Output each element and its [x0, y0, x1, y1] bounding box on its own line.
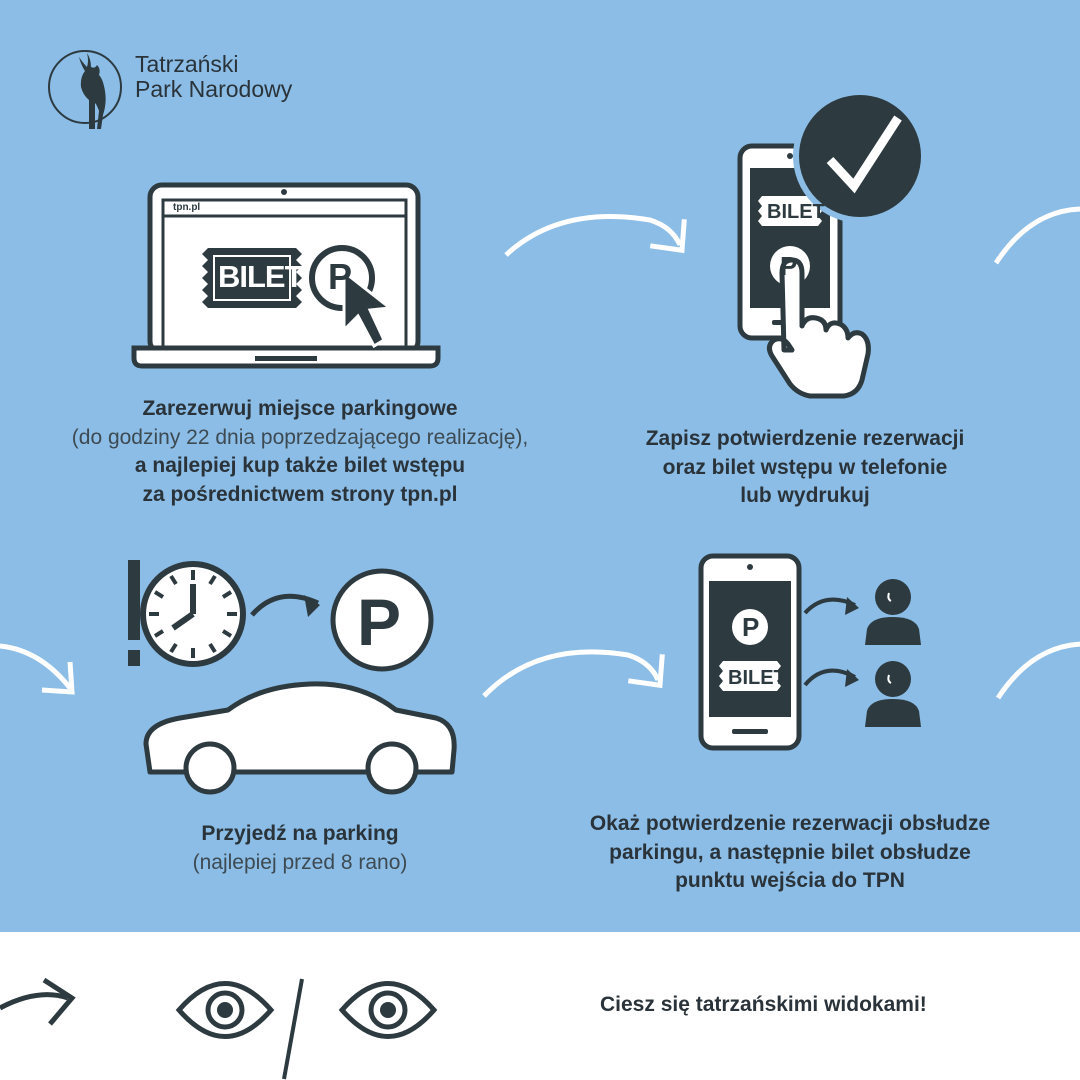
laptop-ticket-label: BILET [218, 259, 304, 294]
phone-with-check-icon [737, 89, 927, 399]
laptop-url: tpn.pl [173, 202, 201, 213]
arrow-continue-icon [993, 206, 1080, 265]
eye-icon [338, 981, 438, 1039]
car-icon [143, 681, 457, 795]
tpn-logo-icon [48, 50, 122, 129]
step3-parking-letter: P [357, 585, 402, 659]
step1-title: Zarezerwuj miejsce parkingowe [142, 397, 458, 420]
laptop-parking-letter: P [328, 256, 353, 297]
step1-line4: za pośrednictwem strony tpn.pl [40, 481, 560, 510]
step4-line3: punktu wejścia do TPN [675, 869, 905, 892]
step4-ticket-label: BILET [728, 667, 786, 689]
small-arrow-icon [250, 593, 320, 617]
step3-caption: Przyjedź na parking (najlepiej przed 8 r… [95, 820, 505, 877]
step4-caption: Okaż potwierdzenie rezerwacji obsłudze p… [555, 810, 1025, 896]
footer-arrow-icon [0, 977, 76, 1026]
step1-link: tpn.pl [400, 482, 458, 506]
step1-note: (do godziny 22 dnia poprzedzającego real… [71, 425, 529, 449]
phone-show-icon [698, 553, 921, 751]
step4-line2: parkingu, a następnie bilet obsłudze [609, 840, 971, 864]
step2-caption: Zapisz potwierdzenie rezerwacji oraz bil… [575, 425, 1035, 511]
logo-line2: Park Narodowy [135, 76, 293, 102]
laptop-icon [131, 182, 441, 369]
step1-caption: Zarezerwuj miejsce parkingowe (do godzin… [40, 395, 560, 509]
step2-line2: oraz bilet wstępu w telefonie [662, 455, 948, 479]
logo-line1: Tatrzański [135, 51, 239, 77]
logo-text: Tatrzański Park Narodowy [135, 52, 292, 102]
wink-divider-icon [282, 978, 304, 1080]
eye-icon [175, 981, 275, 1039]
step3-title: Przyjedź na parking [201, 822, 399, 845]
step1-line4-prefix: za pośrednictwem strony [142, 482, 401, 506]
step4-parking-letter: P [742, 612, 760, 642]
step3-note: (najlepiej przed 8 rano) [192, 850, 408, 874]
arrow-right-icon [504, 214, 687, 257]
step2-line3: lub wydrukuj [740, 484, 870, 507]
phone-top-ticket-label: BILET [767, 201, 825, 223]
arrow-continue-bottom-icon [995, 641, 1080, 700]
parking-sign-icon [330, 568, 434, 672]
step1-line3: a najlepiej kup także bilet wstępu [134, 454, 466, 477]
step2-line1: Zapisz potwierdzenie rezerwacji [645, 427, 965, 450]
phone-top-parking-letter: P [780, 251, 798, 281]
clock-warning-icon [128, 560, 246, 667]
arrow-down-left-icon [0, 643, 75, 695]
arrow-middle-icon [482, 649, 665, 698]
footer-text: Ciesz się tatrzańskimi widokami! [600, 993, 927, 1016]
step4-line1: Okaż potwierdzenie rezerwacji obsłudze [589, 812, 991, 835]
